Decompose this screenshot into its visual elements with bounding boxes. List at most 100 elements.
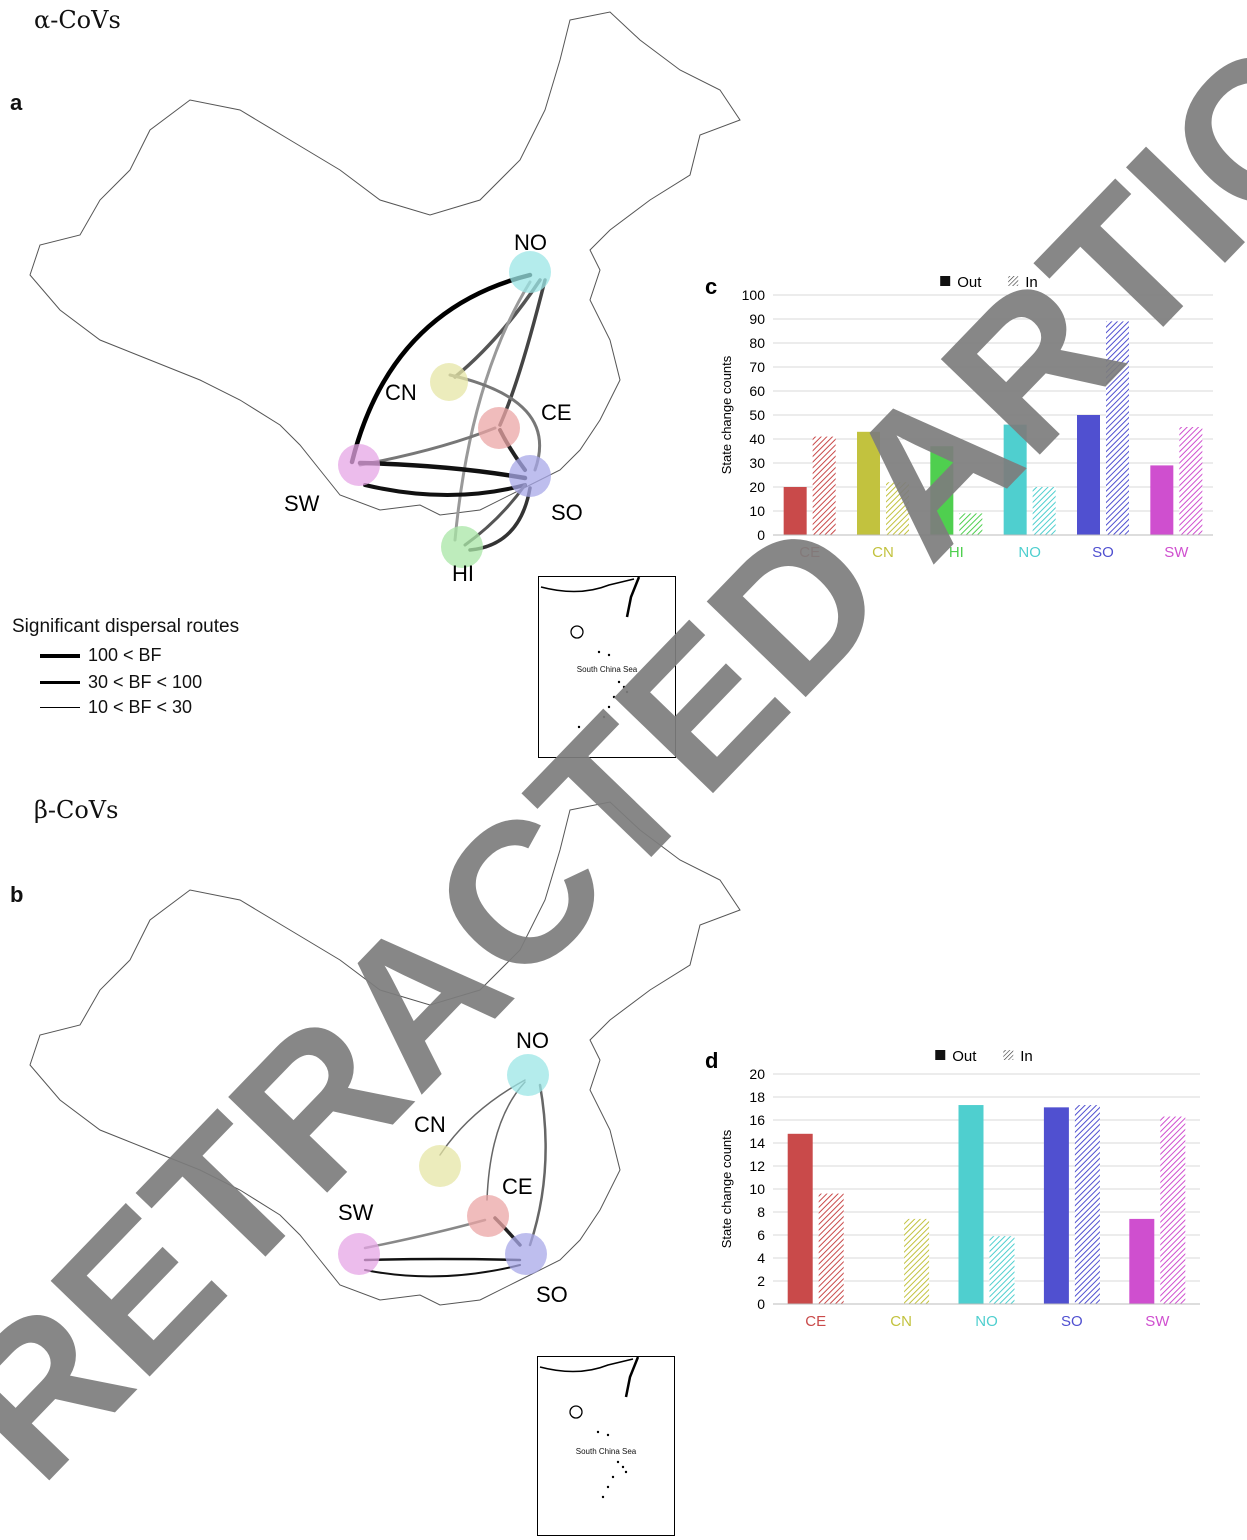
bar-in-so xyxy=(1106,321,1129,535)
region-circle-so-b xyxy=(505,1233,547,1275)
y-tick-label: 10 xyxy=(749,503,765,519)
bar-out-so xyxy=(1043,1107,1069,1304)
y-tick-label: 70 xyxy=(749,359,765,375)
region-circle-cn-b xyxy=(419,1145,461,1187)
panel-letter-b: b xyxy=(10,882,24,907)
panel-letter-a: a xyxy=(10,90,23,115)
inset-label-a: South China Sea xyxy=(576,665,638,674)
x-tick-label: SO xyxy=(1092,544,1114,561)
y-tick-label: 40 xyxy=(749,431,765,447)
china-outline-beta xyxy=(29,801,741,1306)
y-axis-label: State change counts xyxy=(719,1129,734,1248)
route-sw-so-b xyxy=(363,1257,522,1262)
region-label-no: NO xyxy=(514,230,547,255)
legend-swatch-out xyxy=(935,1050,946,1060)
region-circle-sw-b xyxy=(338,1233,380,1275)
region-label-sw-b: SW xyxy=(338,1200,374,1225)
x-tick-label: SW xyxy=(1145,1313,1170,1330)
region-label-cn-b: CN xyxy=(414,1112,446,1137)
legend-label-medium: 30 < BF < 100 xyxy=(88,672,203,692)
bar-out-no xyxy=(958,1105,984,1304)
y-tick-label: 18 xyxy=(749,1089,765,1105)
route-no-so-b xyxy=(528,1083,547,1247)
legend-label-strong: 100 < BF xyxy=(88,645,162,665)
x-tick-label: CE xyxy=(799,544,820,561)
section-title-alpha: α-CoVs xyxy=(34,6,121,34)
bar-in-hi xyxy=(959,513,983,535)
bar-in-sw xyxy=(1160,1116,1186,1304)
legend-item-medium: 30 < BF < 100 xyxy=(40,672,202,693)
legend-label-in: In xyxy=(1020,1048,1033,1065)
region-circle-hi xyxy=(441,526,483,568)
legend-line-thin xyxy=(40,706,80,709)
route-sw-no xyxy=(349,272,533,465)
bar-in-ce xyxy=(818,1193,844,1304)
route-so-sw xyxy=(363,483,527,497)
inset-south-china-sea-a: South China Sea xyxy=(538,576,676,758)
route-no-cn xyxy=(453,278,542,379)
route-hi-no xyxy=(453,280,532,542)
bar-out-so xyxy=(1077,415,1100,535)
y-tick-label: 16 xyxy=(749,1112,765,1128)
legend-label-in: In xyxy=(1025,274,1038,291)
x-tick-label: NO xyxy=(975,1313,998,1330)
y-tick-label: 30 xyxy=(749,455,765,471)
y-tick-label: 90 xyxy=(749,311,765,327)
chart-legend: Out In xyxy=(940,274,1038,291)
x-tick-label: HI xyxy=(949,544,964,561)
y-tick-label: 10 xyxy=(749,1181,765,1197)
bar-out-sw xyxy=(1150,465,1174,535)
route-ce-sw xyxy=(358,426,497,467)
y-tick-label: 14 xyxy=(749,1135,765,1151)
map-beta: NO CN CE SW SO xyxy=(29,801,741,1307)
route-ce-sw-b xyxy=(363,1218,487,1250)
bar-out-no xyxy=(1003,424,1027,535)
inset-map-a xyxy=(540,576,641,729)
x-tick-label: SO xyxy=(1061,1313,1083,1330)
y-tick-label: 8 xyxy=(757,1204,765,1220)
bar-out-cn xyxy=(857,431,880,535)
region-circle-ce xyxy=(478,407,520,449)
y-tick-label: 20 xyxy=(749,1066,765,1082)
section-title-beta: β-CoVs xyxy=(34,796,119,824)
bar-in-sw xyxy=(1179,427,1203,535)
inset-map-b xyxy=(539,1356,640,1499)
x-tick-label: NO xyxy=(1018,544,1041,561)
legend-line-thick xyxy=(40,653,80,658)
legend-title: Significant dispersal routes xyxy=(12,616,240,637)
map-alpha: NO CN CE SW SO HI xyxy=(29,11,741,586)
region-label-ce: CE xyxy=(541,400,572,425)
bar-in-no xyxy=(1032,487,1056,535)
china-outline-alpha xyxy=(29,11,741,516)
x-tick-label: CN xyxy=(872,544,894,561)
x-tick-label: SW xyxy=(1164,544,1189,561)
bar-in-cn xyxy=(904,1218,930,1304)
bar-in-cn xyxy=(886,482,909,535)
region-label-no-b: NO xyxy=(516,1028,549,1053)
region-circle-so xyxy=(509,455,551,497)
legend-line-medium xyxy=(40,681,80,684)
route-no-cn-b xyxy=(439,1079,526,1156)
bar-out-sw xyxy=(1129,1218,1155,1304)
legend-swatch-out xyxy=(940,276,951,286)
x-tick-label: CE xyxy=(805,1313,826,1330)
legend-item-strong: 100 < BF xyxy=(40,645,162,666)
route-no-ce xyxy=(498,278,547,427)
bar-out-ce xyxy=(783,487,807,535)
y-tick-label: 100 xyxy=(742,287,766,303)
y-tick-label: 60 xyxy=(749,383,765,399)
legend-label-weak: 10 < BF < 30 xyxy=(88,697,193,717)
region-label-ce-b: CE xyxy=(502,1174,533,1199)
y-tick-label: 12 xyxy=(749,1158,765,1174)
bar-in-so xyxy=(1074,1105,1100,1304)
y-axis-label: State change counts xyxy=(719,355,734,474)
region-label-sw: SW xyxy=(284,491,320,516)
region-label-cn: CN xyxy=(385,380,417,405)
legend-label-out: Out xyxy=(957,274,982,291)
y-tick-label: 6 xyxy=(757,1227,765,1243)
panel-letter-d: d xyxy=(705,1048,718,1073)
region-circle-no xyxy=(509,251,551,293)
legend-swatch-in xyxy=(1008,276,1019,286)
region-circle-ce-b xyxy=(467,1195,509,1237)
inset-label-b: South China Sea xyxy=(575,1447,637,1456)
